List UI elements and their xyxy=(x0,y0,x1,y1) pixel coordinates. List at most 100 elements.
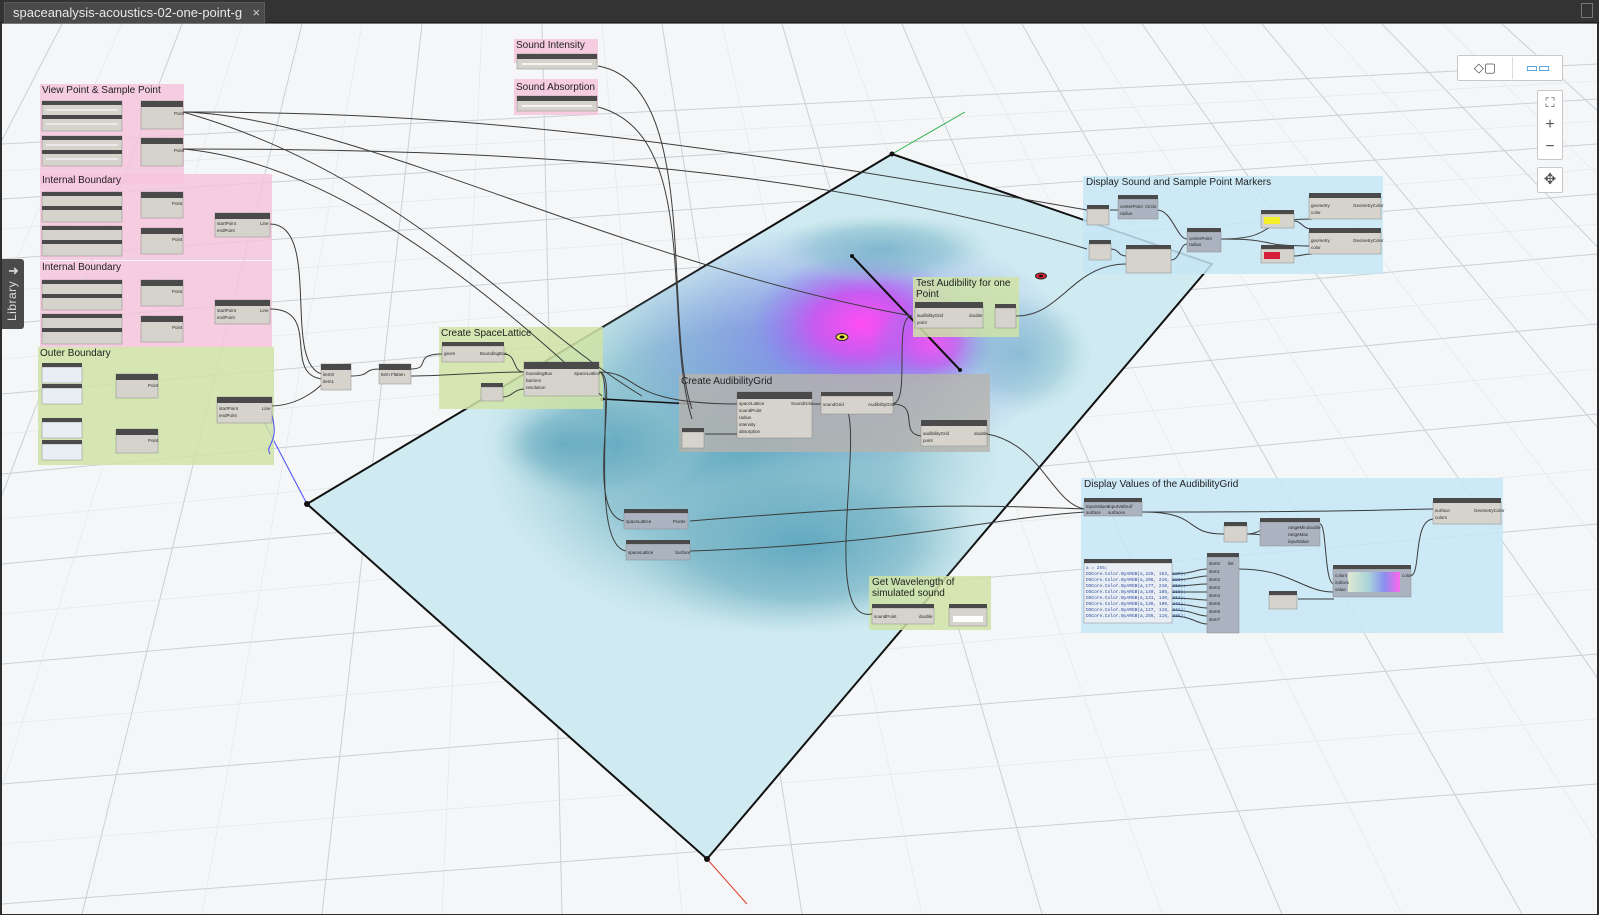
boundary-vertex xyxy=(850,254,854,258)
group-title: Sound Absorption xyxy=(516,82,595,93)
point-node[interactable]: Point xyxy=(115,428,159,454)
geometry-view-icon[interactable]: ◇▢ xyxy=(1473,60,1497,75)
internal-boundary-sliders[interactable] xyxy=(41,279,123,345)
window-restore-icon[interactable] xyxy=(1581,3,1593,18)
svg-text:value: value xyxy=(1335,587,1346,592)
number-node[interactable] xyxy=(1268,591,1298,610)
nodes[interactable]: Point Point Point Point startPointendPoi… xyxy=(41,53,1505,634)
svg-text:centerPoint: centerPoint xyxy=(1189,236,1213,241)
group-title: simulated sound xyxy=(872,588,945,599)
svg-text:colors: colors xyxy=(1435,515,1448,520)
svg-text:BoundingBox: BoundingBox xyxy=(480,351,508,356)
point-node[interactable]: Point xyxy=(140,315,184,343)
audibility-grid-node[interactable]: spaceLatticesoundPointradiusintensityabs… xyxy=(736,391,813,439)
svg-text:Line: Line xyxy=(260,221,269,226)
graph-view-icon[interactable]: ▭▭ xyxy=(1512,57,1563,79)
svg-text:GeometryColor: GeometryColor xyxy=(1474,508,1505,513)
code-block-node[interactable] xyxy=(41,384,83,405)
point-node[interactable]: Point xyxy=(115,373,159,399)
point-by-coordinates-node[interactable]: Point xyxy=(140,137,185,167)
svg-text:soundGrid: soundGrid xyxy=(823,402,844,407)
color-node-yellow[interactable] xyxy=(1260,210,1295,229)
close-icon[interactable]: × xyxy=(252,5,261,20)
sound-absorption-slider[interactable] xyxy=(516,95,598,112)
svg-text:surface: surface xyxy=(1435,508,1450,513)
svg-text:double: double xyxy=(919,614,933,619)
color-node-red[interactable] xyxy=(1260,245,1295,264)
sound-intensity-slider[interactable] xyxy=(516,53,598,70)
svg-text:soundPoint: soundPoint xyxy=(739,408,762,413)
watch-node[interactable] xyxy=(948,604,988,627)
spacelattice-node[interactable]: boundingBoxbarriersresolutionSpaceLattic… xyxy=(523,361,601,397)
group-title: Internal Boundary xyxy=(42,175,121,186)
svg-text:item3: item3 xyxy=(1209,585,1221,590)
canvas-scene[interactable]: Sound Intensity Sound Absorption View Po… xyxy=(2,24,1597,914)
zoom-in-icon[interactable]: + xyxy=(1545,116,1555,133)
svg-text:Surface: Surface xyxy=(675,550,691,555)
svg-text:endPoint: endPoint xyxy=(217,315,236,320)
svg-text:Point: Point xyxy=(172,237,183,242)
code-line: DSCore.Color.ByARGB(a,177, 210, 211); xyxy=(1086,583,1186,589)
point-node[interactable]: Point xyxy=(140,279,184,307)
svg-text:InputValSurf: InputValSurf xyxy=(1108,504,1133,509)
list-create-node[interactable]: item0item1item2item3item4item5item6item7… xyxy=(1206,553,1240,634)
library-label: Library xyxy=(5,280,19,321)
number-node[interactable] xyxy=(1223,522,1248,543)
watch-node[interactable] xyxy=(994,304,1017,329)
view-point-sliders[interactable] xyxy=(41,100,123,167)
code-block-node[interactable] xyxy=(1125,245,1172,274)
code-block-node[interactable] xyxy=(41,418,83,439)
x-axis-line xyxy=(706,858,748,905)
point-node[interactable]: Point xyxy=(140,227,184,255)
svg-text:point: point xyxy=(923,438,934,443)
pan-icon[interactable]: ✥ xyxy=(1543,171,1557,188)
library-panel-toggle[interactable]: ➜ Library xyxy=(2,259,24,329)
workspace-tab[interactable]: spaceanalysis-acoustics-02-one-point-g × xyxy=(4,2,266,23)
svg-text:item4: item4 xyxy=(1209,593,1221,598)
display-by-geometry-color-node[interactable]: surface colors GeometryColor xyxy=(1432,498,1505,525)
number-node[interactable] xyxy=(1088,240,1112,261)
plane-corner xyxy=(704,856,710,862)
point-by-coordinates-node[interactable]: Point xyxy=(140,100,185,130)
zoom-controls: ⛶ + − xyxy=(1537,90,1563,160)
internal-boundary-sliders[interactable] xyxy=(41,191,123,257)
point-node[interactable]: Point xyxy=(140,191,184,219)
group-title: Create SpaceLattice xyxy=(441,328,532,339)
svg-text:centerPoint: centerPoint xyxy=(1120,204,1144,209)
group-title: Outer Boundary xyxy=(40,348,111,359)
zoom-out-icon[interactable]: − xyxy=(1545,138,1555,155)
view-mode-toggle[interactable]: ◇▢ ▭▭ xyxy=(1457,55,1563,81)
flatten-node[interactable]: Item Flatten xyxy=(378,363,412,385)
code-line: DSCore.Color.ByARGB(a,130, 100, 241); xyxy=(1086,601,1186,607)
code-line: DSCore.Color.ByARGB(a,140, 186, 219); xyxy=(1086,589,1186,595)
code-block-colors[interactable]: a = 255; DSCore.Color.ByARGB(a,229, 163,… xyxy=(1083,559,1186,624)
number-node[interactable] xyxy=(1086,205,1110,226)
svg-text:a = 255;: a = 255; xyxy=(1086,565,1108,571)
code-block-node[interactable] xyxy=(41,363,83,384)
number-node[interactable] xyxy=(480,383,504,402)
code-block-node[interactable] xyxy=(41,440,83,461)
group-view-point[interactable] xyxy=(40,84,184,184)
svg-text:Circle: Circle xyxy=(1145,204,1157,209)
graph-canvas[interactable]: Sound Intensity Sound Absorption View Po… xyxy=(2,23,1597,914)
zoom-to-fit-icon[interactable]: ⛶ xyxy=(1545,95,1555,110)
number-node[interactable] xyxy=(681,428,705,449)
